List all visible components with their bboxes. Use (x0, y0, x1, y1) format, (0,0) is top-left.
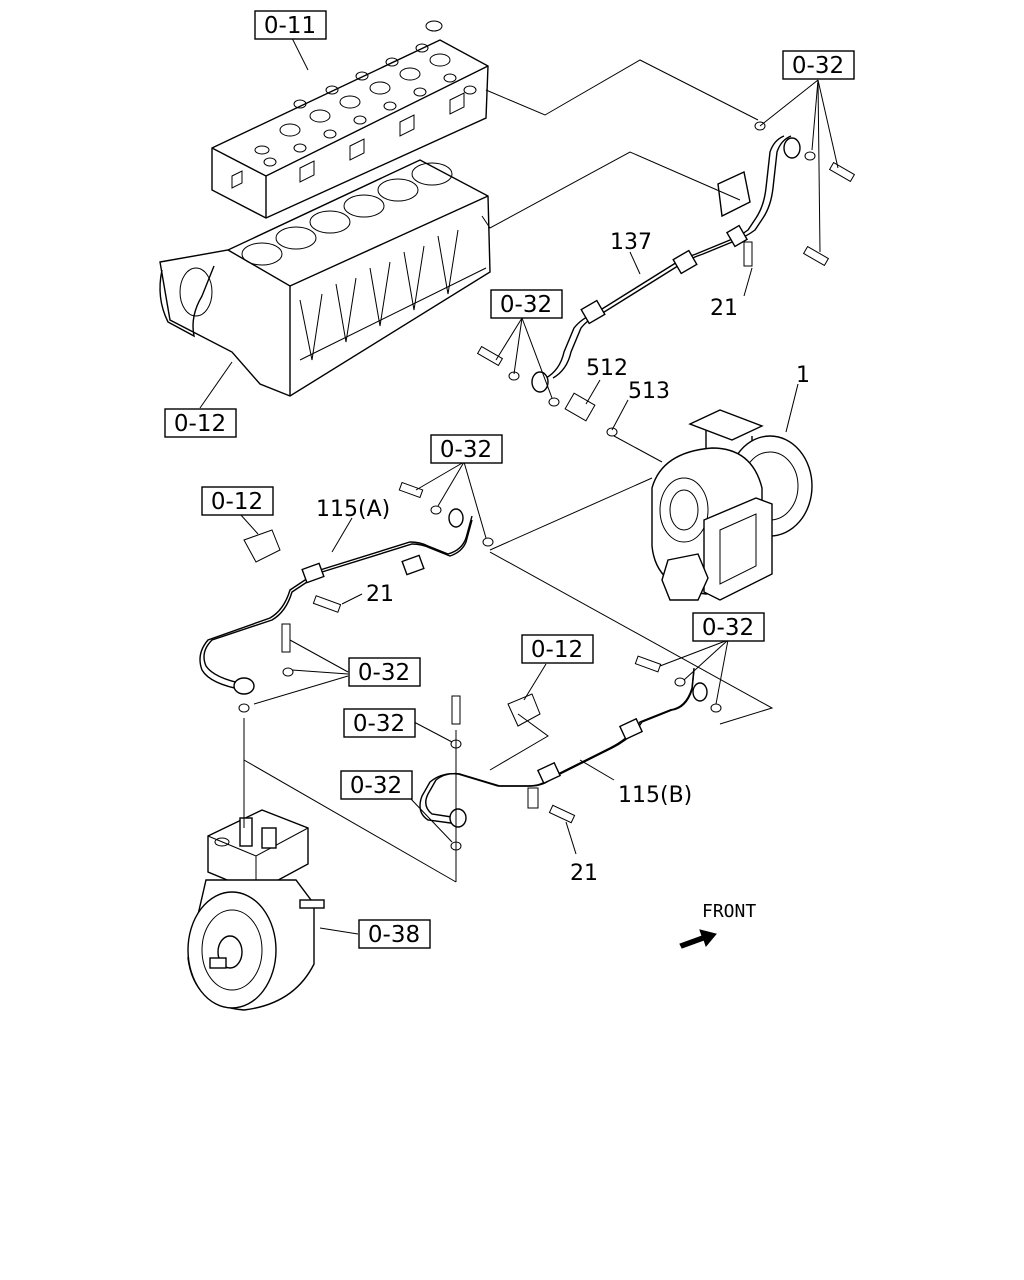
ref-box-pipe-a-lower-hardware: 0-32 (348, 657, 421, 687)
ref-label: 0-12 (531, 637, 583, 663)
ref-label: 0-12 (174, 411, 226, 437)
ref-box-mid-hardware: 0-32 (490, 289, 563, 319)
ref-box-pipe-b-lower-hardware: 0-32 (340, 770, 413, 800)
oil-feed-pipe-137 (476, 121, 856, 437)
part-number-513: 513 (628, 379, 670, 404)
ref-box-pipe-b-right-hardware: 0-32 (692, 612, 765, 642)
part-number-115b: 115(B) (618, 783, 692, 808)
leader-lines (199, 37, 839, 935)
ref-box-pipe-a-bracket: 0-12 (201, 486, 274, 516)
pipe-115a (199, 481, 494, 713)
ref-label: 0-12 (211, 489, 263, 515)
ref-box-top-right-hardware: 0-32 (782, 50, 855, 80)
ref-label: 0-38 (368, 922, 420, 948)
ref-box-pipe-b-upper-hardware: 0-32 (343, 708, 416, 738)
ref-box-cyl-block: 0-12 (164, 408, 237, 438)
turbocharger (651, 409, 813, 601)
cylinder-block (159, 159, 491, 397)
ref-label: 0-32 (358, 660, 410, 686)
ref-box-pipe-a-hardware: 0-32 (430, 434, 503, 464)
ref-label: 0-32 (350, 773, 402, 799)
part-number-512: 512 (586, 356, 628, 381)
ref-label: 0-32 (702, 615, 754, 641)
front-arrow-icon (679, 929, 717, 949)
front-label: FRONT (702, 901, 756, 922)
front-indicator: FRONT (679, 901, 756, 949)
part-number-21-top: 21 (710, 296, 738, 321)
ref-box-pipe-b-bracket: 0-12 (521, 634, 594, 664)
pipe-115b (419, 655, 722, 851)
part-number-21-bottom: 21 (570, 861, 598, 886)
air-compressor (187, 809, 325, 1011)
part-number-21-mid: 21 (366, 582, 394, 607)
part-number-137: 137 (610, 230, 652, 255)
ref-label: 0-32 (792, 53, 844, 79)
ref-box-cyl-head: 0-11 (254, 10, 327, 40)
cylinder-head (211, 20, 489, 219)
ref-label: 0-11 (264, 13, 316, 39)
ref-label: 0-32 (353, 711, 405, 737)
ref-label: 0-32 (500, 292, 552, 318)
ref-label: 0-32 (440, 437, 492, 463)
part-number-115a: 115(A) (316, 497, 390, 522)
part-number-1: 1 (796, 363, 810, 388)
ref-box-compressor: 0-38 (358, 919, 431, 949)
